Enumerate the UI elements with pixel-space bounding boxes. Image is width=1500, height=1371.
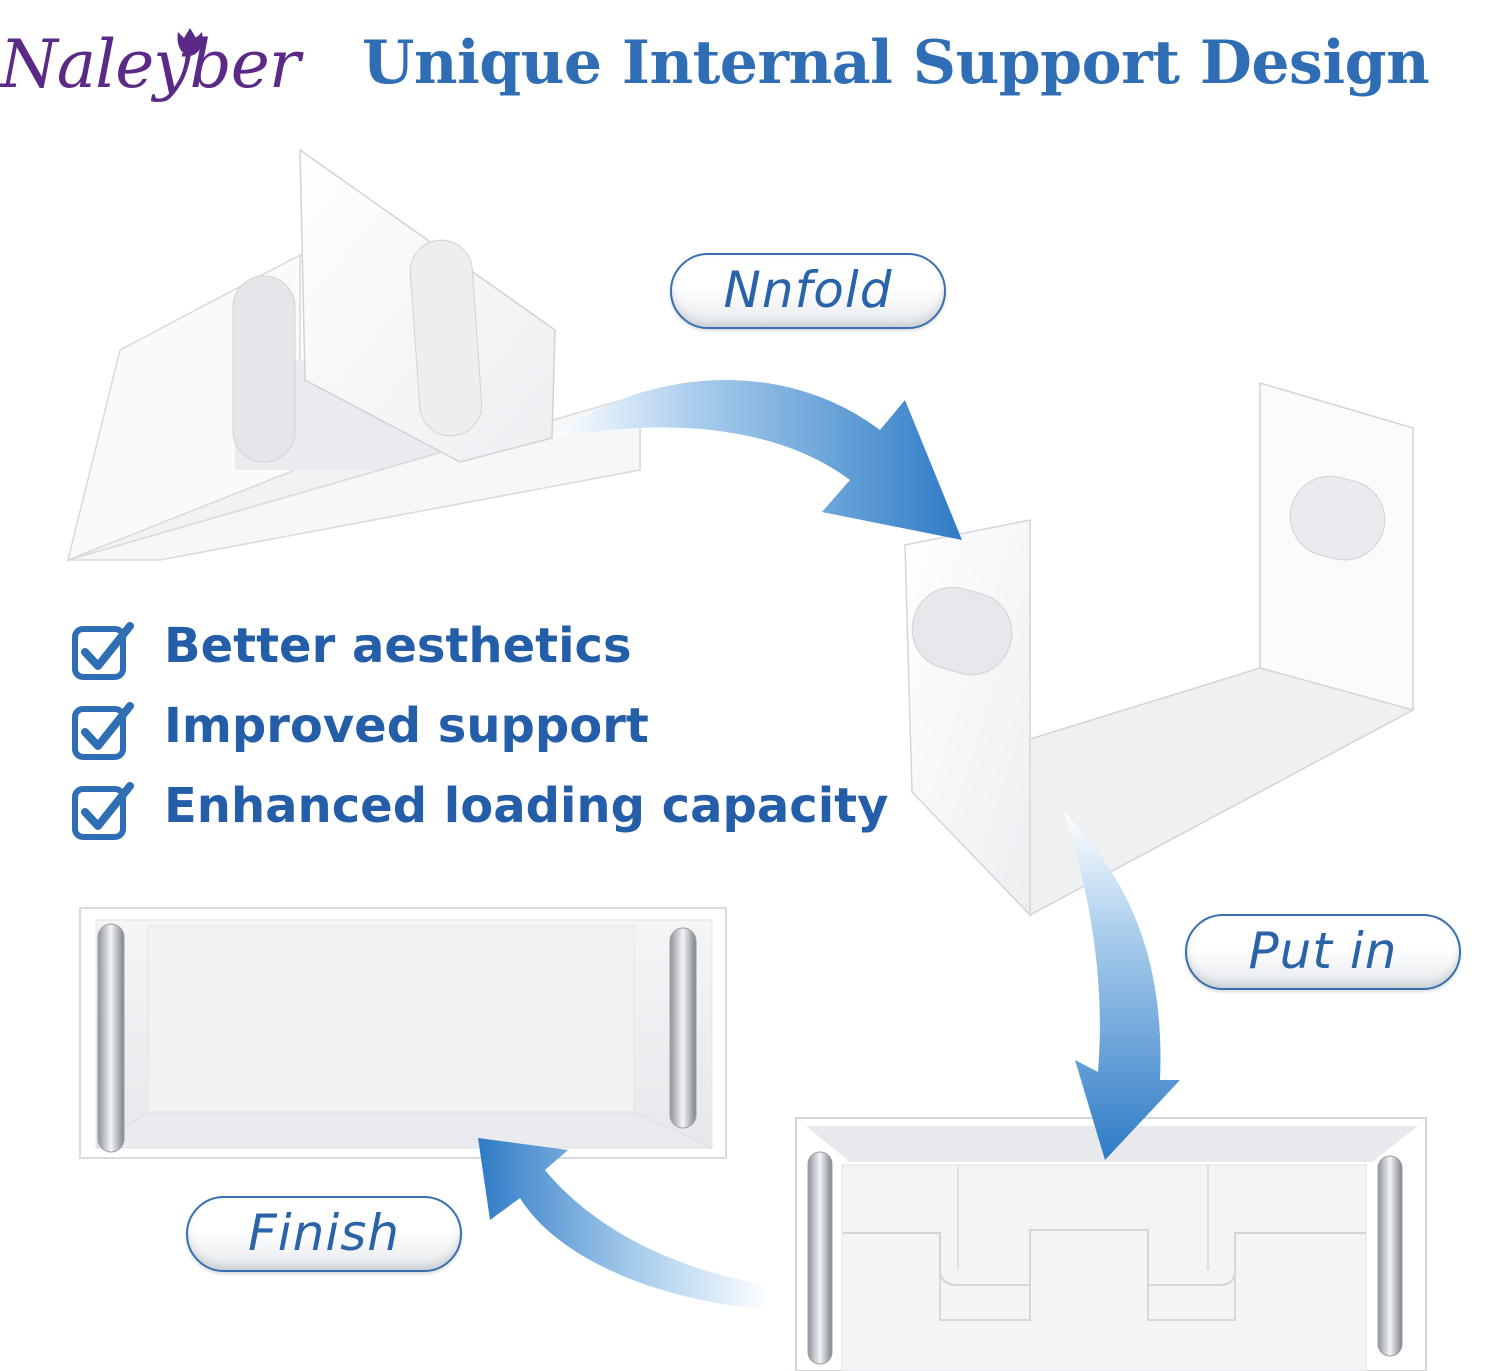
box-with-insert-image [795,1117,1427,1371]
brand-logo: Naleyber [0,26,300,103]
feature-label: Better aesthetics [164,618,632,674]
checkbox-check-icon [72,782,134,840]
curved-arrow-icon [1064,812,1180,1160]
curved-arrow-icon [552,380,962,540]
feature-label: Improved support [164,698,649,754]
curved-arrow-icon [478,1138,770,1310]
unfolded-insert-image [904,381,1416,917]
finished-box-image [79,907,727,1159]
folded-insert-image [66,148,641,562]
step-put-in-label: Put in [1185,914,1461,990]
tulip-logo-icon [177,28,203,56]
step-unfold-label: Nnfold [670,253,946,329]
page-title: Unique Internal Support Design [362,28,1430,98]
step-finish-label: Finish [186,1196,462,1272]
brand-logo-text: Naleyber [0,26,300,103]
checkbox-check-icon [72,702,134,760]
checkbox-check-icon [72,622,134,680]
feature-label: Enhanced loading capacity [164,778,889,834]
